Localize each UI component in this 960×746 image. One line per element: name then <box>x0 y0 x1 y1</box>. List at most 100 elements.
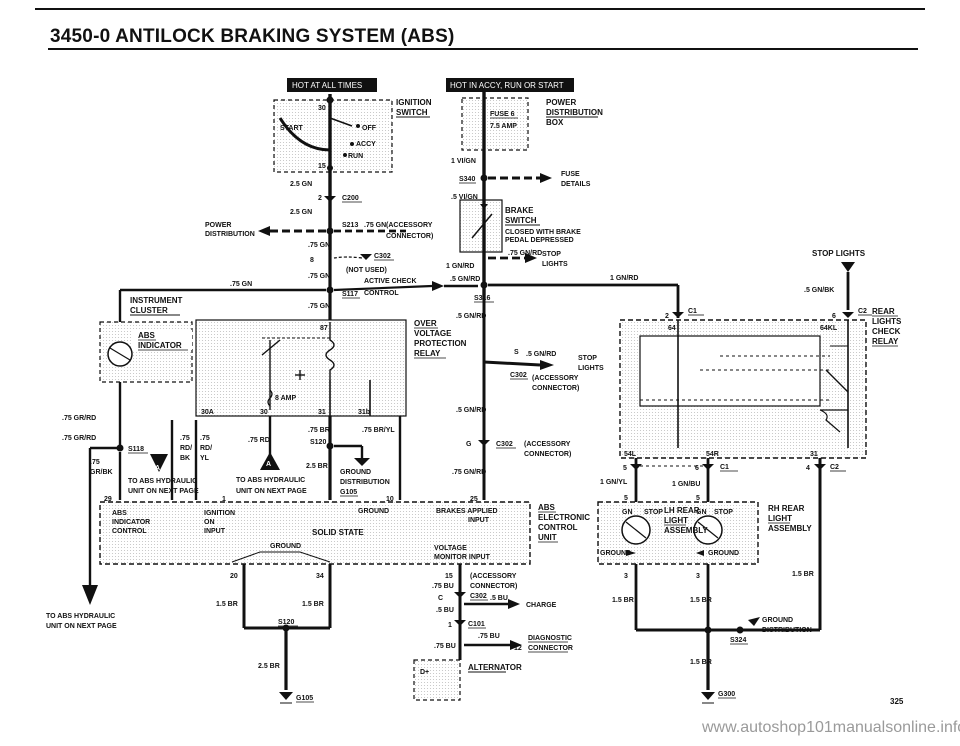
overvoltage-protection-relay: 87 8 AMP 30A 30 31 31b OVER VOLTAGE PROT… <box>195 319 467 417</box>
bottom-left-wiring: TO ABS HYDRAULIC UNIT ON NEXT PAGE 20 34… <box>46 564 332 704</box>
svg-text:7.5 AMP: 7.5 AMP <box>490 123 517 130</box>
svg-text:25: 25 <box>470 496 478 503</box>
svg-text:2.5 GN: 2.5 GN <box>290 209 312 216</box>
svg-text:1 VI/GN: 1 VI/GN <box>451 158 476 165</box>
svg-text:CONTROL: CONTROL <box>364 290 399 297</box>
svg-text:CONTROL: CONTROL <box>112 528 147 535</box>
svg-text:RH REAR: RH REAR <box>768 504 805 513</box>
svg-text:SWITCH: SWITCH <box>396 108 428 117</box>
svg-text:STOP LIGHTS: STOP LIGHTS <box>812 249 866 258</box>
svg-text:C200: C200 <box>342 195 359 202</box>
svg-text:BRAKE: BRAKE <box>505 206 534 215</box>
svg-text:CONNECTOR): CONNECTOR) <box>386 233 433 240</box>
svg-text:.5 GN/RD: .5 GN/RD <box>526 351 556 358</box>
svg-text:1 GN/RD: 1 GN/RD <box>446 263 474 270</box>
svg-text:5: 5 <box>623 465 627 472</box>
svg-text:LIGHT: LIGHT <box>664 516 688 525</box>
svg-text:31: 31 <box>318 409 326 416</box>
svg-text:.75 GR/RD: .75 GR/RD <box>62 435 96 442</box>
svg-text:CHECK: CHECK <box>872 327 901 336</box>
svg-text:.75 GN: .75 GN <box>364 222 386 229</box>
svg-text:.75 GN: .75 GN <box>308 242 330 249</box>
svg-text:S120: S120 <box>278 619 294 626</box>
svg-text:DETAILS: DETAILS <box>561 181 591 188</box>
right-wiring: 2 C1 STOP LIGHTS .5 GN/BK 6 C2 64 64KL R… <box>597 249 902 704</box>
brake-switch: BRAKE SWITCH CLOSED WITH BRAKE PEDAL DEP… <box>446 199 678 303</box>
power-distribution-box: FUSE 6 7.5 AMP POWER DISTRIBUTION BOX 1 … <box>451 92 603 201</box>
svg-text:CLUSTER: CLUSTER <box>130 306 168 315</box>
svg-text:.75 GR/RD: .75 GR/RD <box>62 415 96 422</box>
svg-text:C: C <box>438 595 443 602</box>
svg-text:YL: YL <box>200 455 210 462</box>
svg-text:C302: C302 <box>496 441 513 448</box>
svg-text:INDICATOR: INDICATOR <box>138 341 182 350</box>
svg-text:5: 5 <box>624 495 628 502</box>
svg-text:ASSEMBLY: ASSEMBLY <box>768 524 812 533</box>
svg-text:.75 GN: .75 GN <box>308 303 330 310</box>
svg-text:30: 30 <box>260 409 268 416</box>
svg-text:VOLTAGE: VOLTAGE <box>434 545 467 552</box>
svg-text:.5 BU: .5 BU <box>436 607 454 614</box>
svg-text:1: 1 <box>222 496 226 503</box>
svg-text:DIAGNOSTIC: DIAGNOSTIC <box>528 635 572 642</box>
svg-text:.75: .75 <box>180 435 190 442</box>
svg-text:1.5 BR: 1.5 BR <box>302 601 324 608</box>
svg-text:GROUND: GROUND <box>270 543 301 550</box>
svg-text:G: G <box>466 441 472 448</box>
svg-text:.5 GN/BK: .5 GN/BK <box>804 287 834 294</box>
svg-text:3: 3 <box>696 573 700 580</box>
svg-text:DISTRIBUTION: DISTRIBUTION <box>340 479 390 486</box>
svg-text:30: 30 <box>318 105 326 112</box>
svg-text:1: 1 <box>448 622 452 629</box>
svg-text:ALTERNATOR: ALTERNATOR <box>468 663 522 672</box>
svg-text:TO ABS HYDRAULIC: TO ABS HYDRAULIC <box>236 477 305 484</box>
svg-text:2.5 GN: 2.5 GN <box>290 181 312 188</box>
svg-text:CHARGE: CHARGE <box>526 602 557 609</box>
svg-text:STOP: STOP <box>542 251 561 258</box>
svg-text:LIGHTS: LIGHTS <box>542 261 568 268</box>
svg-text:1.5 BR: 1.5 BR <box>792 571 814 578</box>
svg-text:CLOSED WITH BRAKE: CLOSED WITH BRAKE <box>505 229 581 236</box>
svg-text:GROUND: GROUND <box>708 550 739 557</box>
svg-text:1 GN/RD: 1 GN/RD <box>610 275 638 282</box>
svg-text:PEDAL DEPRESSED: PEDAL DEPRESSED <box>505 237 574 244</box>
svg-text:(ACCESSORY: (ACCESSORY <box>470 573 517 580</box>
svg-text:C2: C2 <box>830 464 839 471</box>
svg-text:29: 29 <box>104 496 112 503</box>
svg-text:.5 VI/GN: .5 VI/GN <box>451 194 478 201</box>
svg-text:C1: C1 <box>720 464 729 471</box>
svg-text:IGNITION: IGNITION <box>204 510 235 517</box>
svg-text:5: 5 <box>696 495 700 502</box>
svg-text:LIGHTS: LIGHTS <box>872 317 902 326</box>
svg-text:CONNECTOR): CONNECTOR) <box>532 385 579 392</box>
svg-text:.75 RD: .75 RD <box>248 437 270 444</box>
svg-text:.75 BR: .75 BR <box>308 427 330 434</box>
svg-text:OFF: OFF <box>362 125 377 132</box>
page-title: 3450-0 ANTILOCK BRAKING SYSTEM (ABS) <box>50 26 455 47</box>
svg-text:4: 4 <box>806 465 810 472</box>
svg-text:CONNECTOR: CONNECTOR <box>528 645 573 652</box>
svg-text:.75: .75 <box>90 459 100 466</box>
svg-text:A: A <box>266 461 271 468</box>
svg-text:FUSE 6: FUSE 6 <box>490 111 515 118</box>
svg-text:.75 BR/YL: .75 BR/YL <box>362 427 395 434</box>
svg-text:30A: 30A <box>201 409 214 416</box>
svg-text:POWER: POWER <box>546 98 576 107</box>
svg-text:CONNECTOR): CONNECTOR) <box>470 583 517 590</box>
svg-text:D+: D+ <box>420 669 429 676</box>
svg-text:RD/: RD/ <box>200 445 212 452</box>
svg-text:(NOT USED): (NOT USED) <box>346 267 387 274</box>
svg-text:S340: S340 <box>459 176 475 183</box>
title-rule <box>48 48 918 50</box>
svg-text:DISTRIBUTION: DISTRIBUTION <box>205 231 255 238</box>
svg-text:S120: S120 <box>310 439 326 446</box>
svg-text:TO ABS HYDRAULIC: TO ABS HYDRAULIC <box>46 613 115 620</box>
svg-text:ABS: ABS <box>112 510 127 517</box>
svg-text:RD/: RD/ <box>180 445 192 452</box>
svg-text:A: A <box>155 465 160 472</box>
svg-text:LIGHT: LIGHT <box>768 514 792 523</box>
svg-text:C302: C302 <box>470 593 487 600</box>
svg-text:GROUND: GROUND <box>600 550 631 557</box>
svg-text:GR/BK: GR/BK <box>90 469 113 476</box>
